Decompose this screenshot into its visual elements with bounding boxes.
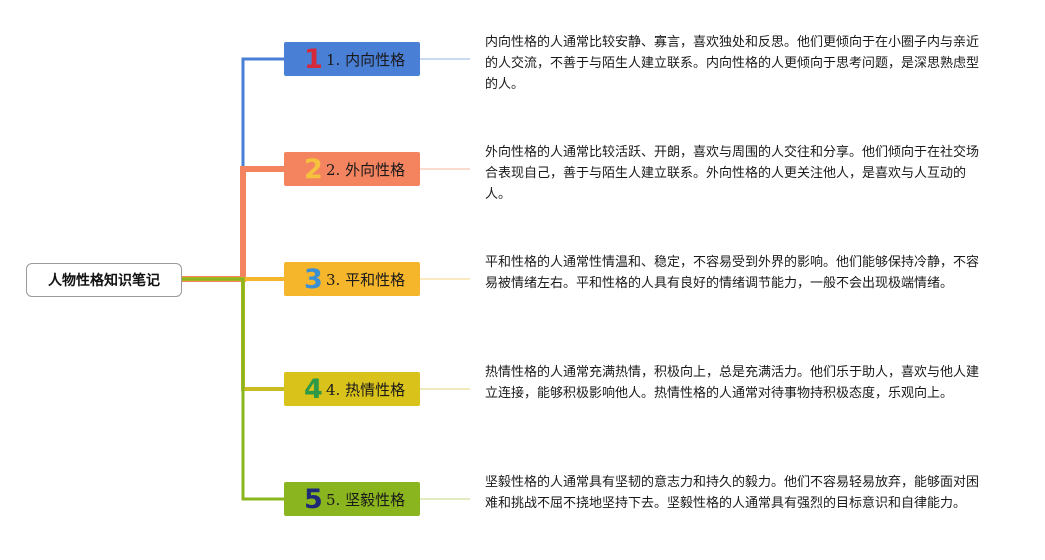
number-badge-1: 1 bbox=[304, 43, 323, 75]
root-title: 人物性格知识笔记 bbox=[48, 273, 160, 289]
root-node[interactable]: 人物性格知识笔记 bbox=[26, 263, 182, 297]
topic-node-extrovert[interactable]: 2 2. 外向性格 bbox=[284, 152, 420, 186]
topic-label: 2. 外向性格 bbox=[326, 160, 406, 179]
topic-description-calm: 平和性格的人通常性情温和、稳定，不容易受到外界的影响。他们能够保持冷静，不容易被… bbox=[485, 255, 980, 291]
topic-node-passionate[interactable]: 4 4. 热情性格 bbox=[284, 372, 420, 406]
topic-description-extrovert: 外向性格的人通常比较活跃、开朗，喜欢与周围的人交往和分享。他们倾向于在社交场合表… bbox=[485, 145, 980, 202]
number-badge-3: 3 bbox=[304, 263, 323, 295]
topic-description-passionate: 热情性格的人通常充满热情，积极向上，总是充满活力。他们乐于助人，喜欢与他人建立连… bbox=[485, 365, 980, 401]
topic-label: 1. 内向性格 bbox=[326, 50, 406, 69]
topic-description-introvert: 内向性格的人通常比较安静、寡言，喜欢独处和反思。他们更倾向于在小圈子内与亲近的人… bbox=[485, 35, 980, 92]
topic-node-resolute[interactable]: 5 5. 坚毅性格 bbox=[284, 482, 420, 516]
topic-node-calm[interactable]: 3 3. 平和性格 bbox=[284, 262, 420, 296]
number-badge-4: 4 bbox=[304, 373, 323, 405]
branch-4-line bbox=[182, 277, 284, 391]
topic-description-resolute: 坚毅性格的人通常具有坚韧的意志力和持久的毅力。他们不容易轻易放弃，能够面对困难和… bbox=[485, 475, 980, 511]
number-badge-5: 5 bbox=[304, 483, 323, 515]
topic-label: 5. 坚毅性格 bbox=[326, 490, 406, 509]
number-badge-2: 2 bbox=[304, 153, 323, 185]
topic-label: 4. 热情性格 bbox=[326, 380, 406, 399]
branch-5-line bbox=[182, 277, 284, 501]
branch-2-line bbox=[182, 166, 284, 282]
topic-node-introvert[interactable]: 1 1. 内向性格 bbox=[284, 42, 420, 76]
topic-label: 3. 平和性格 bbox=[326, 270, 406, 289]
